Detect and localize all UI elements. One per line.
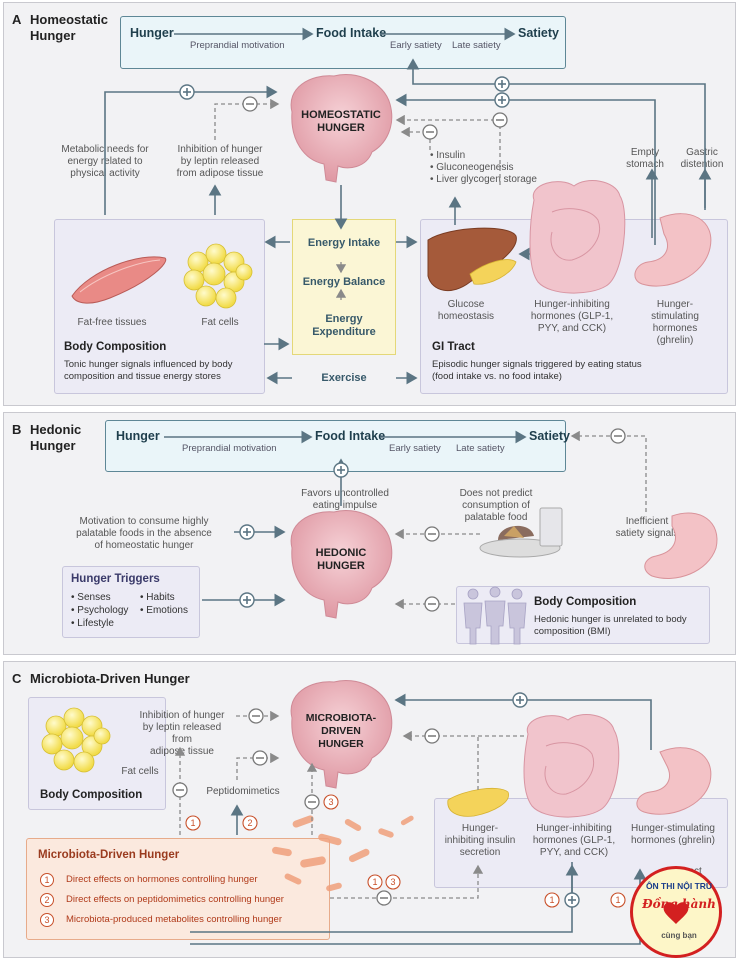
triggers-col-2: • Habits • Emotions <box>140 592 188 616</box>
panel-b-title-2: Hunger <box>30 438 76 453</box>
micro-item-2: Direct effects on peptidomimetics contro… <box>66 894 284 905</box>
cycle-food-a: Food Intake <box>316 26 387 40</box>
insulin-list: • Insulin • Gluconeogenesis • Liver glyc… <box>430 150 537 185</box>
watermark-stamp: ÔN THI NỘI TRÚ Đồng hành cùng bạn <box>630 866 722 958</box>
stamp-heart-icon <box>663 902 689 924</box>
cycle-late-b: Late satiety <box>456 443 505 454</box>
panel-a-letter: A <box>12 12 22 27</box>
hunger-triggers-box <box>62 566 200 638</box>
cycle-early-a: Early satiety <box>390 40 442 51</box>
fat-cells-label-c: Fat cells <box>121 766 159 777</box>
stamp-line3: cùng bạn <box>661 931 697 940</box>
gi-tract-desc-a: Episodic hunger signals triggered by eat… <box>432 359 642 382</box>
cycle-satiety-b: Satiety <box>529 429 570 443</box>
triggers-title: Hunger Triggers <box>71 573 160 585</box>
micro-num-2: 2 <box>40 893 54 907</box>
exercise-label: Exercise <box>321 372 367 384</box>
fat-free-label: Fat-free tissues <box>77 317 147 328</box>
cycle-late-a: Late satiety <box>452 40 501 51</box>
triggers-col-1: • Senses • Psychology • Lifestyle <box>71 592 129 629</box>
stamp-line1: ÔN THI NỘI TRÚ <box>645 881 713 891</box>
micro-num-1: 1 <box>40 873 54 887</box>
panel-b-letter: B <box>12 422 22 437</box>
body-comp-title-b: Body Composition <box>534 596 637 608</box>
cycle-hunger-b: Hunger <box>116 429 160 443</box>
fat-cells-label-a: Fat cells <box>201 317 239 328</box>
panel-b-title-1: Hedonic <box>30 422 82 437</box>
energy-balance-label: Energy Balance <box>302 276 386 288</box>
body-comp-title-a: Body Composition <box>64 341 167 353</box>
panel-a-title-2: Hunger <box>30 28 76 43</box>
panel-c-letter: C <box>12 671 22 686</box>
cycle-food-b: Food Intake <box>315 429 386 443</box>
cycle-early-b: Early satiety <box>389 443 441 454</box>
cycle-prep-b: Preprandial motivation <box>182 443 277 454</box>
body-comp-title-c: Body Composition <box>40 789 143 801</box>
gi-tract-title-a: GI Tract <box>432 341 475 353</box>
microbiota-title: Microbiota-Driven Hunger <box>38 849 180 861</box>
energy-balance-box <box>292 219 396 355</box>
panel-a-title-1: Homeostatic <box>30 12 109 27</box>
cycle-prep-a: Preprandial motivation <box>190 40 285 51</box>
panel-c-title: Microbiota-Driven Hunger <box>30 671 190 686</box>
peptidomimetics-label: Peptidomimetics <box>206 786 280 797</box>
incretins-label: Incretins <box>571 247 607 258</box>
energy-intake-label: Energy Intake <box>307 237 381 249</box>
cycle-hunger-a: Hunger <box>130 26 174 40</box>
micro-num-3: 3 <box>40 913 54 927</box>
micro-item-3: Microbiota-produced metabolites controll… <box>66 914 282 925</box>
cycle-satiety-a: Satiety <box>518 26 559 40</box>
micro-item-1: Direct effects on hormones controlling h… <box>66 874 258 885</box>
